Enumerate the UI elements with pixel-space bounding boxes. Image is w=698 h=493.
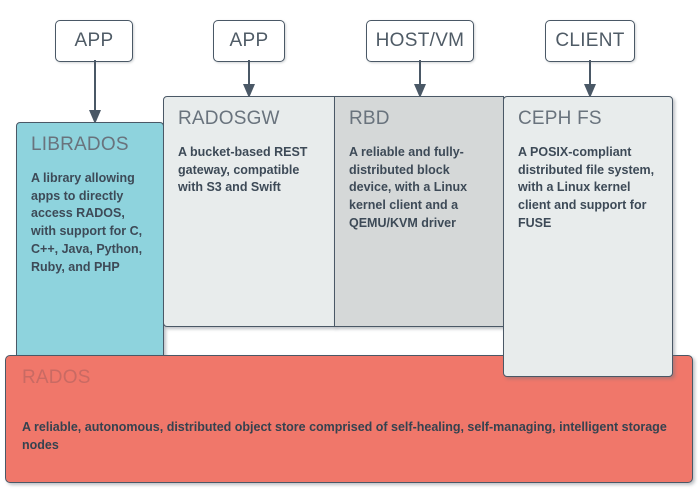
layer-panel-radosgw: RADOSGW A bucket-based REST gateway, com… bbox=[163, 96, 335, 327]
arrow-app-to-librados bbox=[89, 60, 101, 124]
actor-label: APP bbox=[74, 30, 114, 51]
layer-description-rados: A reliable, autonomous, distributed obje… bbox=[22, 419, 667, 452]
arrow-hostvm-to-rbd bbox=[414, 60, 426, 98]
arrow-app-to-radosgw bbox=[243, 60, 255, 98]
layer-panel-cephfs: CEPH FS A POSIX-compliant distributed fi… bbox=[503, 96, 673, 377]
actor-label: HOST/VM bbox=[375, 30, 465, 51]
layer-panel-librados: LIBRADOS A library allowing apps to dire… bbox=[16, 122, 164, 368]
layer-title-radosgw: RADOSGW bbox=[178, 108, 280, 129]
actor-box-app-radosgw: APP bbox=[213, 20, 285, 62]
layer-description-rbd: A reliable and fully-distributed block d… bbox=[349, 144, 468, 230]
actor-box-app-librados: APP bbox=[55, 20, 133, 62]
actor-label: APP bbox=[229, 30, 269, 51]
layer-title-cephfs: CEPH FS bbox=[518, 108, 602, 129]
actor-box-host-vm: HOST/VM bbox=[366, 20, 474, 62]
layer-title-rbd: RBD bbox=[349, 108, 390, 129]
actor-label: CLIENT bbox=[555, 30, 625, 51]
arrow-client-to-cephfs bbox=[584, 60, 596, 98]
layer-panel-rbd: RBD A reliable and fully-distributed blo… bbox=[334, 96, 504, 327]
actor-box-client: CLIENT bbox=[545, 20, 635, 62]
layer-title-librados: LIBRADOS bbox=[31, 134, 129, 155]
layer-description-cephfs: A POSIX-compliant distributed file syste… bbox=[518, 144, 655, 230]
layer-title-rados: RADOS bbox=[22, 367, 91, 388]
layer-description-librados: A library allowing apps to directly acce… bbox=[31, 170, 143, 274]
layer-description-radosgw: A bucket-based REST gateway, compatible … bbox=[178, 144, 308, 195]
